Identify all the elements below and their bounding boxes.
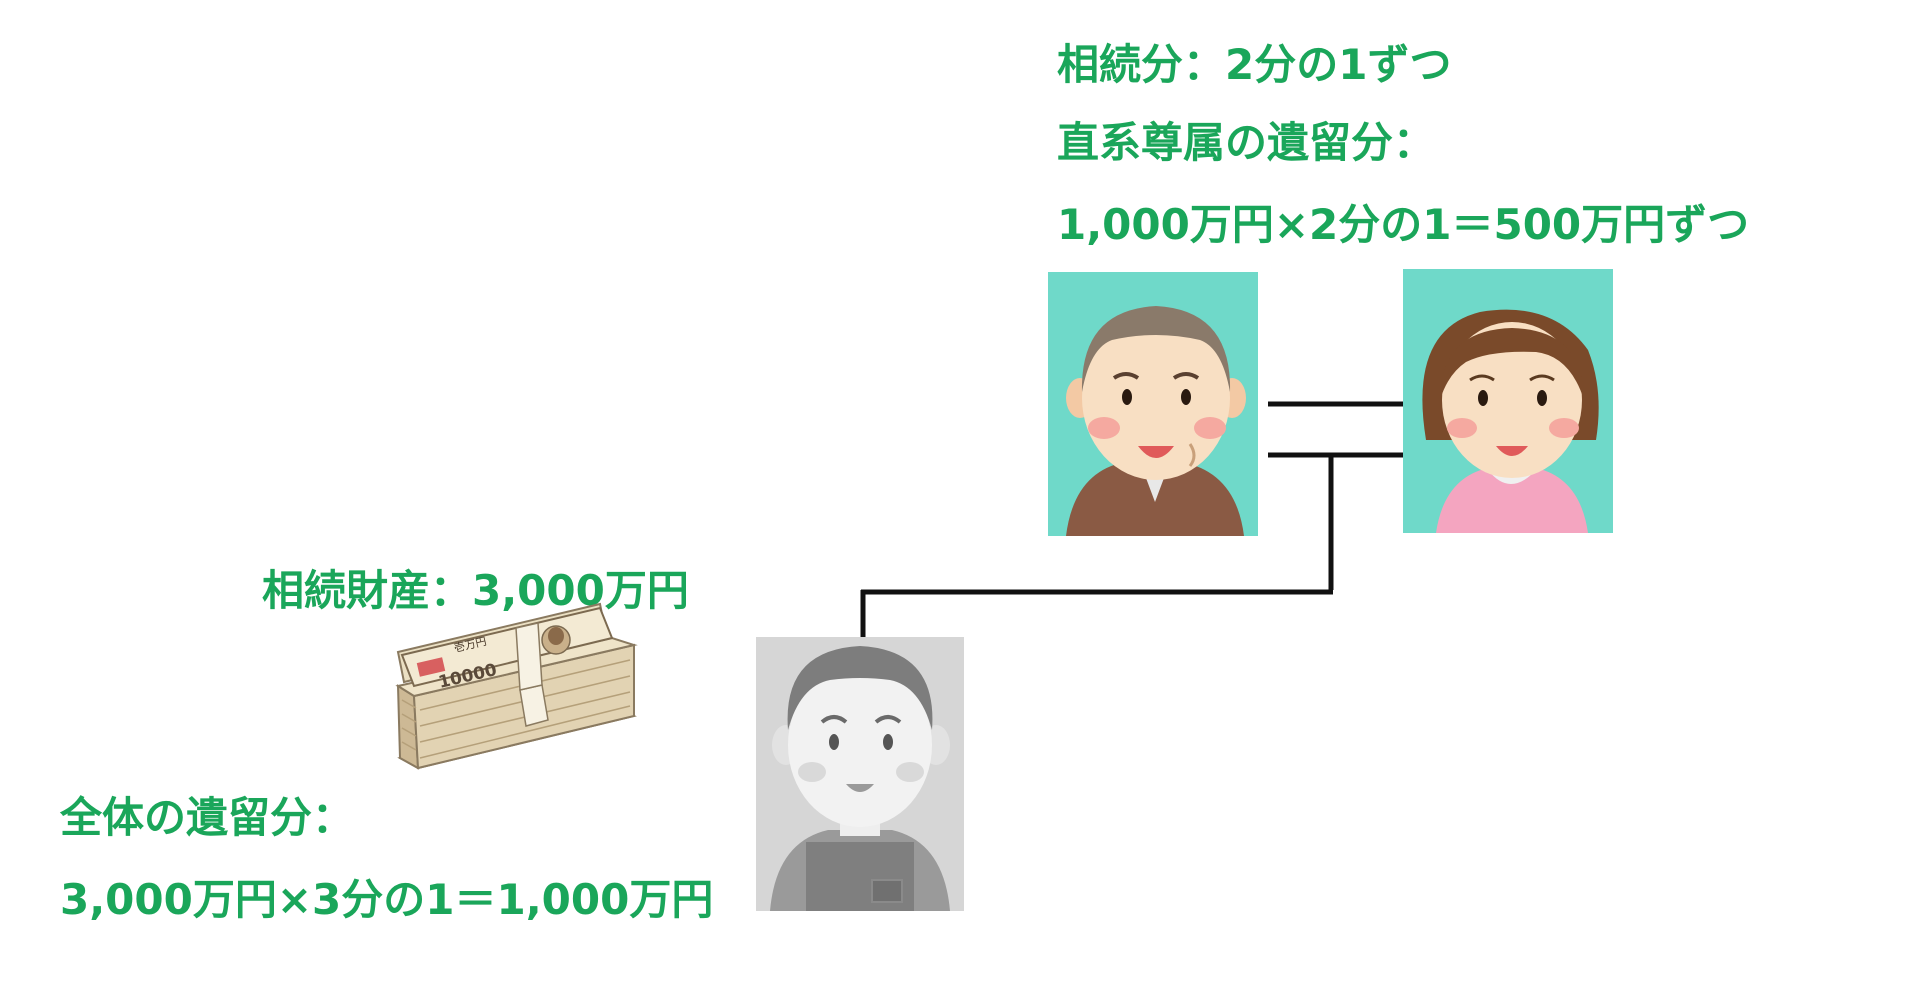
estate-label: 相続財産：3,000万円 bbox=[262, 566, 689, 615]
overall-reserved-calc: 3,000万円×3分の1＝1,000万円 bbox=[60, 875, 714, 924]
family-lines bbox=[860, 401, 1403, 637]
parents-reserved-share-label: 直系尊属の遺留分： bbox=[1057, 118, 1436, 167]
elderly-woman-icon bbox=[1403, 269, 1613, 533]
banknote-bundle-icon: 壱万円 10000 bbox=[395, 602, 638, 770]
deceased-person-icon bbox=[756, 637, 964, 911]
parents-inheritance-share: 相続分：2分の1ずつ bbox=[1057, 40, 1452, 89]
overall-reserved-label: 全体の遺留分： bbox=[60, 793, 355, 842]
parents-reserved-share-calc: 1,000万円×2分の1＝500万円ずつ bbox=[1057, 200, 1750, 249]
elderly-man-icon bbox=[1048, 272, 1258, 536]
